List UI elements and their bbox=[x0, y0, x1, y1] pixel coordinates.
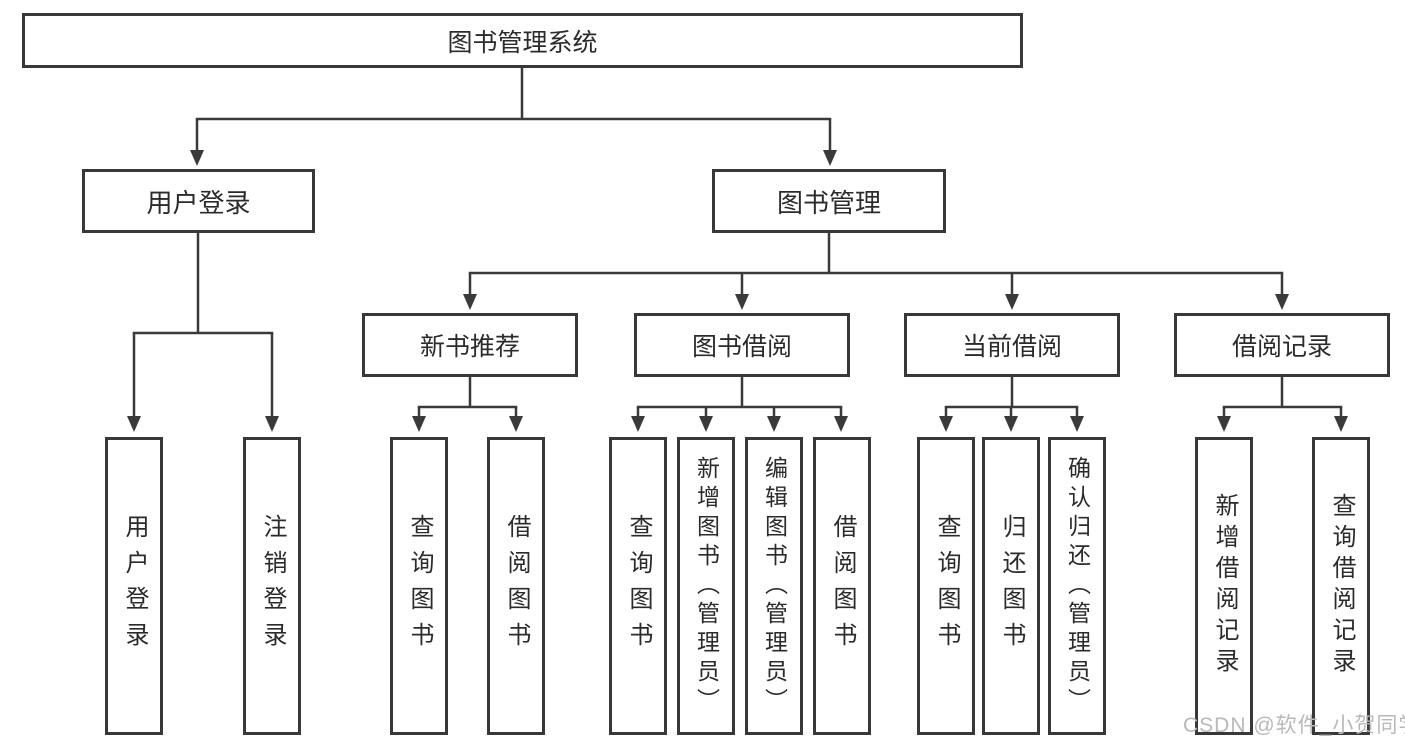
leaf-add-book-admin-label: 新增图书（管理员） bbox=[693, 455, 720, 717]
node-borrow-records-label: 借阅记录 bbox=[1231, 333, 1332, 361]
leaf-borrow-book-1: 借阅图书 bbox=[487, 437, 545, 735]
leaf-return-book-label: 归还图书 bbox=[998, 514, 1025, 658]
leaf-add-book-admin: 新增图书（管理员） bbox=[677, 437, 735, 735]
leaf-edit-book-admin-label: 编辑图书（管理员） bbox=[761, 455, 788, 717]
node-current-borrow-label: 当前借阅 bbox=[961, 333, 1062, 361]
leaf-logout: 注销登录 bbox=[243, 437, 301, 735]
leaf-borrow-book-2-label: 借阅图书 bbox=[829, 514, 856, 658]
node-user-login-label: 用户登录 bbox=[146, 187, 251, 218]
node-user-login: 用户登录 bbox=[82, 169, 315, 233]
node-root-label: 图书管理系统 bbox=[447, 28, 598, 57]
node-current-borrow: 当前借阅 bbox=[904, 313, 1120, 377]
leaf-query-borrow-record-label: 查询借阅记录 bbox=[1328, 493, 1355, 679]
leaf-query-book-1-label: 查询图书 bbox=[406, 514, 433, 658]
leaf-confirm-return-admin: 确认归还（管理员） bbox=[1048, 437, 1106, 735]
watermark: CSDN @软件_小贺同学 bbox=[1183, 714, 1405, 737]
node-new-book-recommend-label: 新书推荐 bbox=[419, 333, 520, 361]
node-book-mgmt-label: 图书管理 bbox=[776, 187, 881, 218]
leaf-logout-label: 注销登录 bbox=[259, 514, 286, 658]
leaf-query-book-1: 查询图书 bbox=[390, 437, 448, 735]
node-book-borrow-label: 图书借阅 bbox=[691, 333, 792, 361]
node-book-mgmt: 图书管理 bbox=[712, 169, 946, 233]
leaf-edit-book-admin: 编辑图书（管理员） bbox=[745, 437, 803, 735]
leaf-confirm-return-admin-label: 确认归还（管理员） bbox=[1064, 455, 1091, 717]
leaf-query-book-2: 查询图书 bbox=[609, 437, 667, 735]
node-book-borrow: 图书借阅 bbox=[634, 313, 850, 377]
leaf-query-book-3: 查询图书 bbox=[917, 437, 975, 735]
node-borrow-records: 借阅记录 bbox=[1174, 313, 1390, 377]
leaf-user-login-label: 用户登录 bbox=[121, 514, 148, 658]
leaf-query-book-2-label: 查询图书 bbox=[625, 514, 652, 658]
leaf-user-login: 用户登录 bbox=[105, 437, 163, 735]
leaf-query-borrow-record: 查询借阅记录 bbox=[1312, 437, 1370, 735]
leaf-borrow-book-1-label: 借阅图书 bbox=[503, 514, 530, 658]
node-new-book-recommend: 新书推荐 bbox=[362, 313, 578, 377]
leaf-add-borrow-record: 新增借阅记录 bbox=[1195, 437, 1253, 735]
node-root: 图书管理系统 bbox=[22, 13, 1023, 68]
leaf-borrow-book-2: 借阅图书 bbox=[813, 437, 871, 735]
leaf-return-book: 归还图书 bbox=[982, 437, 1040, 735]
leaf-add-borrow-record-label: 新增借阅记录 bbox=[1211, 493, 1238, 679]
leaf-query-book-3-label: 查询图书 bbox=[933, 514, 960, 658]
